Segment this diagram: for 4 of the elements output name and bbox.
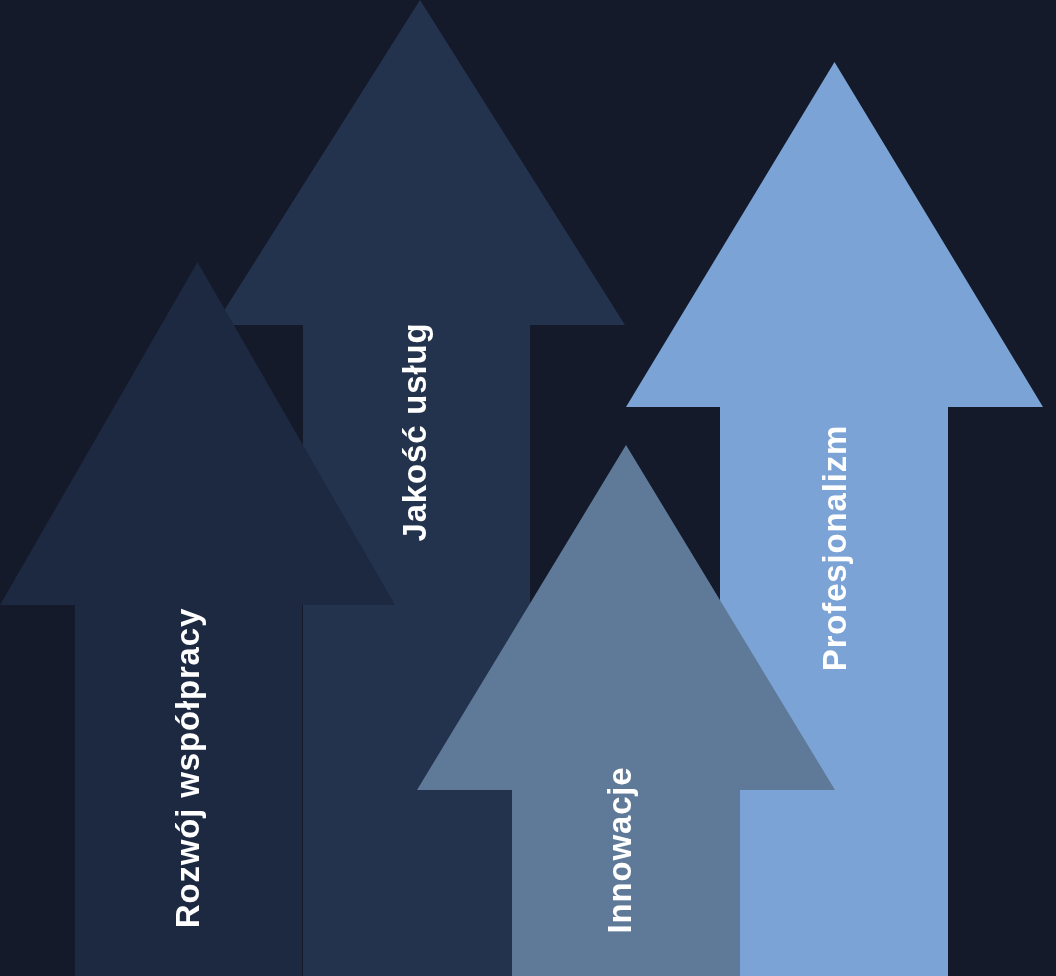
arrow-label: Innowacje — [600, 766, 640, 934]
arrow-label: Rozwój współpracy — [168, 607, 208, 929]
arrow-label: Profesjonalizm — [815, 424, 855, 672]
arrow-label: Jakość usług — [395, 322, 435, 542]
